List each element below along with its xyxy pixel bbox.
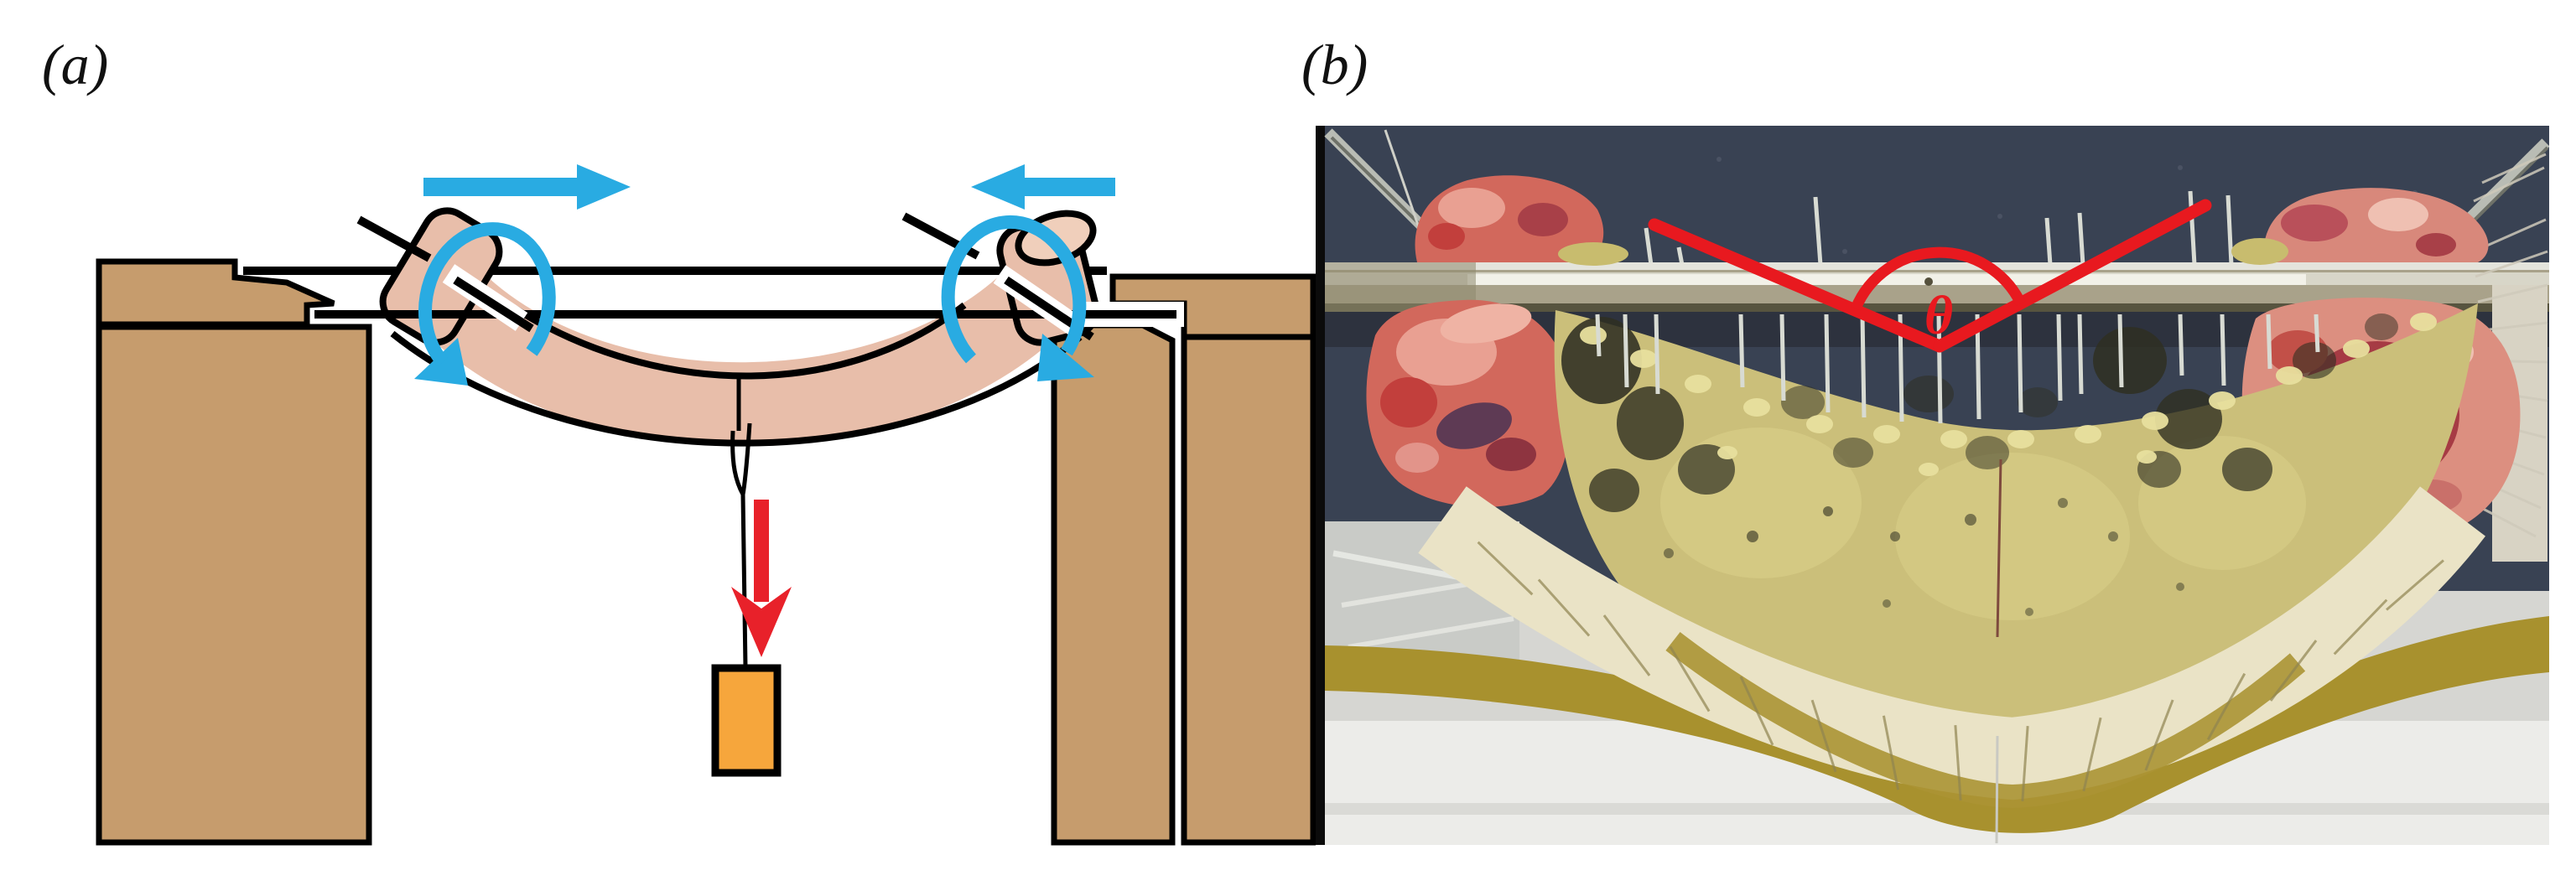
translation-arrow-right-head <box>971 164 1025 210</box>
left-pin-upper <box>356 215 432 262</box>
support-right <box>1051 273 1317 846</box>
rotation-arrow-right-head <box>1037 334 1094 381</box>
belly-scute-lines <box>1477 541 2444 801</box>
photo-mask-bottom <box>1316 845 2576 886</box>
panel-a-label: (a) <box>42 33 108 96</box>
photo-left-border <box>1316 126 1325 845</box>
left-pin-lower <box>453 276 534 333</box>
force-arrow-head <box>731 587 792 657</box>
photo-mask-top <box>1384 99 2576 126</box>
thread-loop <box>730 422 752 496</box>
angle-arc <box>1850 246 2026 311</box>
skin-marker-thread <box>1996 459 2002 638</box>
thread-lower <box>740 494 748 669</box>
angle-arm-right <box>1933 199 2212 353</box>
blue-arrows <box>414 164 1115 386</box>
panel-a-diagram: (a) <box>42 33 1317 846</box>
snake-skin <box>1418 303 2485 809</box>
rotation-arrow-left-arc <box>418 222 556 367</box>
upper-rod <box>243 267 1107 275</box>
theta-label: θ <box>1924 285 1953 346</box>
translation-arrow-left-shaft <box>423 178 579 196</box>
photo-mask-right <box>2549 101 2576 886</box>
rod-blemish <box>1924 277 1933 286</box>
panel-b-label: (b) <box>1301 33 1368 96</box>
support-right-column-front <box>1051 322 1176 846</box>
force-arrow-shaft <box>754 500 769 602</box>
pins-above-rod <box>1644 190 2427 266</box>
skin-pale-scales <box>1580 313 2437 476</box>
pins-below-rod <box>1595 313 2320 424</box>
skin-olive-edge <box>1665 631 2306 809</box>
weight <box>711 664 782 777</box>
crossbar-rod <box>1325 262 2549 312</box>
angle-annotation: θ <box>1648 199 2212 353</box>
specimen-inner-outline <box>512 302 967 380</box>
translation-arrow-right-shaft <box>1025 178 1115 196</box>
lower-rod <box>314 310 1176 319</box>
translation-arrow-left-head <box>577 164 631 210</box>
panel-b-photo: (b) <box>1301 33 2576 886</box>
load-assembly <box>711 379 792 777</box>
specimen-outer-outline <box>390 330 1083 447</box>
support-right-column-back <box>1181 334 1317 846</box>
force-arrow <box>731 500 792 657</box>
support-left-column <box>96 324 372 846</box>
rotation-arrow-right-arc <box>941 215 1087 364</box>
support-left <box>96 258 372 846</box>
angle-arm-left <box>1648 218 1946 353</box>
belly-cream-band <box>1418 486 2485 801</box>
translation-arrows <box>414 164 1115 386</box>
meat-left <box>1366 175 1628 508</box>
